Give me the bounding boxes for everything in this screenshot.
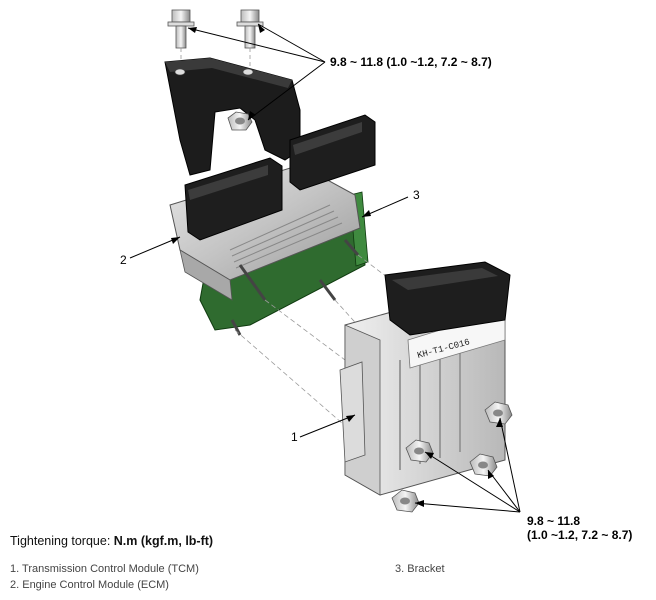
bottom-torque-line2: (1.0 ~1.2, 7.2 ~ 8.7) (527, 528, 633, 542)
nut-lower-1 (484, 401, 513, 425)
torque-prefix: Tightening torque: (10, 534, 114, 548)
callout-number-3: 3 (413, 188, 420, 202)
top-torque-callout: 9.8 ~ 11.8 (1.0 ~1.2, 7.2 ~ 8.7) (330, 55, 492, 69)
nut-lower-2 (469, 453, 498, 477)
torque-units: N.m (kgf.m, lb-ft) (113, 534, 214, 548)
nut-upper (227, 111, 253, 131)
exploded-view-diagram: KH-T1-C016 (129, 9, 521, 513)
bolt-upper-right (236, 9, 264, 49)
tcm-module: KH-T1-C016 (339, 261, 511, 496)
tightening-torque-heading: Tightening torque: N.m (kgf.m, lb-ft) (10, 534, 213, 548)
callout-number-2: 2 (120, 253, 127, 267)
bottom-torque-callout: 9.8 ~ 11.8 (1.0 ~1.2, 7.2 ~ 8.7) (527, 514, 632, 542)
bottom-torque-line1: 9.8 ~ 11.8 (527, 514, 581, 528)
legend-item-1: 1. Transmission Control Module (TCM) (10, 563, 199, 575)
legend-item-3: 3. Bracket (395, 563, 445, 575)
callout-number-1: 1 (291, 430, 298, 444)
bolt-upper-left (167, 9, 195, 49)
nut-lower-4 (391, 489, 420, 513)
leader-lines (129, 23, 521, 513)
nut-lower-3 (405, 439, 434, 463)
leader-arrowheads (171, 24, 503, 507)
ecm-module (169, 114, 376, 336)
legend-item-2: 2. Engine Control Module (ECM) (10, 579, 169, 591)
